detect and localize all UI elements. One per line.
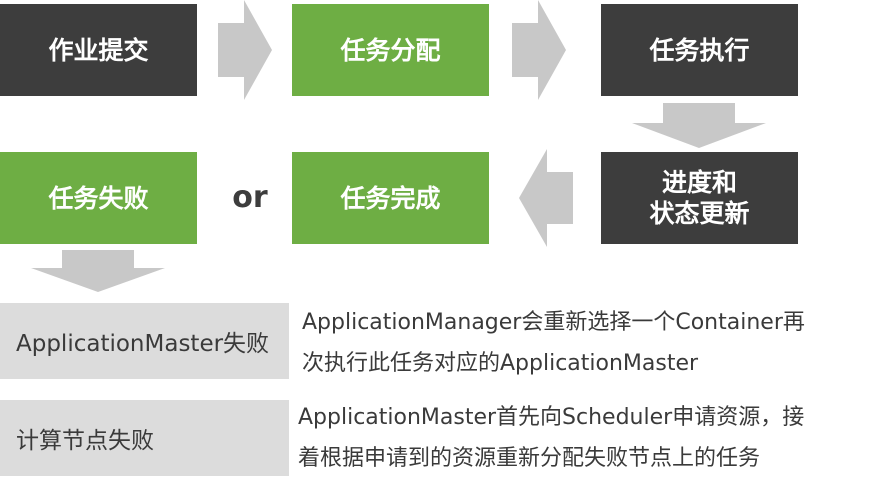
step-task-failed-label: 任务失败: [48, 183, 149, 213]
step-task-assign: 任务分配: [292, 4, 489, 96]
failure-handling-line: 次执行此任务对应的ApplicationMaster: [302, 351, 699, 376]
step-task-failed: 任务失败: [0, 152, 197, 244]
failure-type-compute-node: 计算节点失败: [0, 400, 289, 476]
or-label: or: [232, 180, 268, 215]
step-task-complete: 任务完成: [292, 152, 489, 244]
step-progress-update-line1: 进度和: [661, 168, 737, 197]
arrow-right-icon: [218, 0, 272, 100]
step-progress-update-line2: 状态更新: [649, 199, 750, 228]
failure-handling-application-master: ApplicationManager会重新选择一个Container再 次执行此…: [302, 302, 862, 384]
arrow-left-icon: [519, 149, 573, 247]
arrow-down-icon: [632, 103, 766, 148]
step-job-submit-label: 作业提交: [48, 35, 149, 65]
step-progress-update: 进度和 状态更新: [601, 152, 798, 244]
step-task-execute-label: 任务执行: [649, 35, 750, 65]
failure-handling-line: ApplicationManager会重新选择一个Container再: [302, 310, 805, 335]
arrow-right-icon: [512, 0, 566, 100]
failure-type-label: ApplicationMaster失败: [16, 331, 270, 357]
failure-type-application-master: ApplicationMaster失败: [0, 303, 289, 379]
arrow-down-icon: [31, 250, 165, 292]
failure-type-label: 计算节点失败: [16, 428, 154, 454]
step-task-complete-label: 任务完成: [340, 183, 441, 213]
failure-handling-line: ApplicationMaster首先向Scheduler申请资源，接: [298, 405, 805, 430]
failure-handling-compute-node: ApplicationMaster首先向Scheduler申请资源，接 着根据申…: [298, 397, 864, 479]
step-job-submit: 作业提交: [0, 4, 197, 96]
step-task-assign-label: 任务分配: [340, 35, 441, 65]
failure-handling-line: 着根据申请到的资源重新分配失败节点上的任务: [298, 446, 761, 471]
step-task-execute: 任务执行: [601, 4, 798, 96]
